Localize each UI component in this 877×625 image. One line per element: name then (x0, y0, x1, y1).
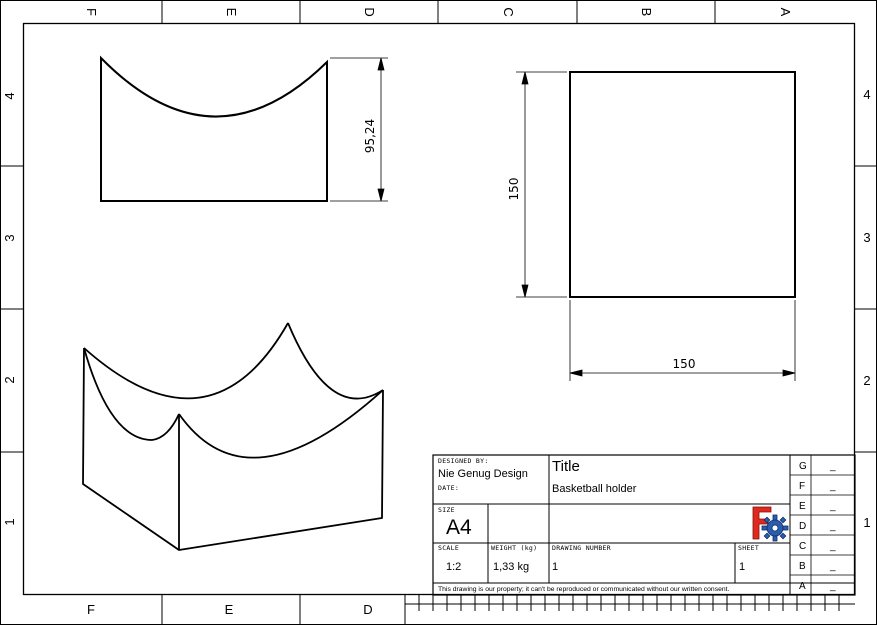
zone-col-bottom-e: E (225, 602, 234, 617)
property-note: This drawing is our property; it can't b… (438, 586, 730, 593)
zone-col-top-d: D (362, 7, 377, 16)
revision-value: _ (829, 581, 836, 592)
drawing-number-caption: DRAWING NUMBER (552, 544, 611, 552)
weight-value: 1,33 kg (493, 561, 529, 573)
zone-row-right-4: 4 (863, 87, 870, 102)
front-height-label: 95,24 (363, 119, 377, 153)
top-height-label: 150 (507, 178, 521, 201)
scale-caption: SCALE (438, 544, 459, 552)
zone-col-top-f: F (84, 8, 99, 16)
drawing-title: Title (552, 458, 580, 475)
zone-row-left-4: 4 (2, 92, 17, 99)
top-width-label: 150 (673, 357, 696, 371)
revision-value: _ (829, 521, 836, 532)
zone-col-top-c: C (501, 7, 516, 16)
zone-row-right-1: 1 (863, 515, 870, 530)
revision-value: _ (829, 501, 836, 512)
zone-col-top-b: B (639, 8, 654, 17)
date-caption: DATE: (438, 484, 459, 492)
revision-letter: A (799, 581, 806, 592)
size-value: A4 (446, 516, 472, 539)
zone-col-bottom-d: D (363, 602, 372, 617)
top-height-dimension (516, 71, 567, 298)
revision-letter: D (799, 521, 806, 532)
zone-row-right-3: 3 (863, 230, 870, 245)
zone-col-top-a: A (778, 8, 793, 17)
revision-value: _ (829, 561, 836, 572)
front-view (100, 55, 328, 202)
zone-row-left-1: 1 (2, 518, 17, 525)
revision-letter: E (799, 501, 806, 512)
revision-letter: F (799, 481, 805, 492)
isometric-view (82, 322, 384, 551)
designed-by-caption: DESIGNED BY: (438, 457, 489, 465)
revision-letter: C (799, 541, 806, 552)
zone-row-right-2: 2 (863, 373, 870, 388)
weight-caption: WEIGHT (kg) (491, 544, 537, 552)
revision-letter: B (799, 561, 806, 572)
zone-col-top-e: E (224, 8, 239, 17)
revision-letter: G (799, 461, 807, 472)
designed-by-value: Nie Genug Design (438, 468, 528, 480)
drawing-subtitle: Basketball holder (552, 483, 637, 495)
revision-value: _ (829, 541, 836, 552)
top-width-dimension (569, 300, 796, 381)
sheet-caption: SHEET (738, 544, 759, 552)
title-block (432, 454, 856, 596)
drawing-number-value: 1 (552, 561, 558, 573)
revision-value: _ (829, 481, 836, 492)
zone-row-left-3: 3 (2, 234, 17, 241)
top-view (569, 71, 796, 298)
revision-value: _ (829, 461, 836, 472)
freecad-logo-icon (752, 506, 789, 542)
scale-ruler (404, 595, 855, 625)
zone-col-bottom-f: F (87, 602, 95, 617)
sheet-value: 1 (739, 561, 745, 573)
scale-value: 1:2 (446, 561, 461, 573)
size-caption: SIZE (438, 506, 455, 514)
zone-row-left-2: 2 (2, 376, 17, 383)
front-height-dimension (330, 57, 388, 202)
